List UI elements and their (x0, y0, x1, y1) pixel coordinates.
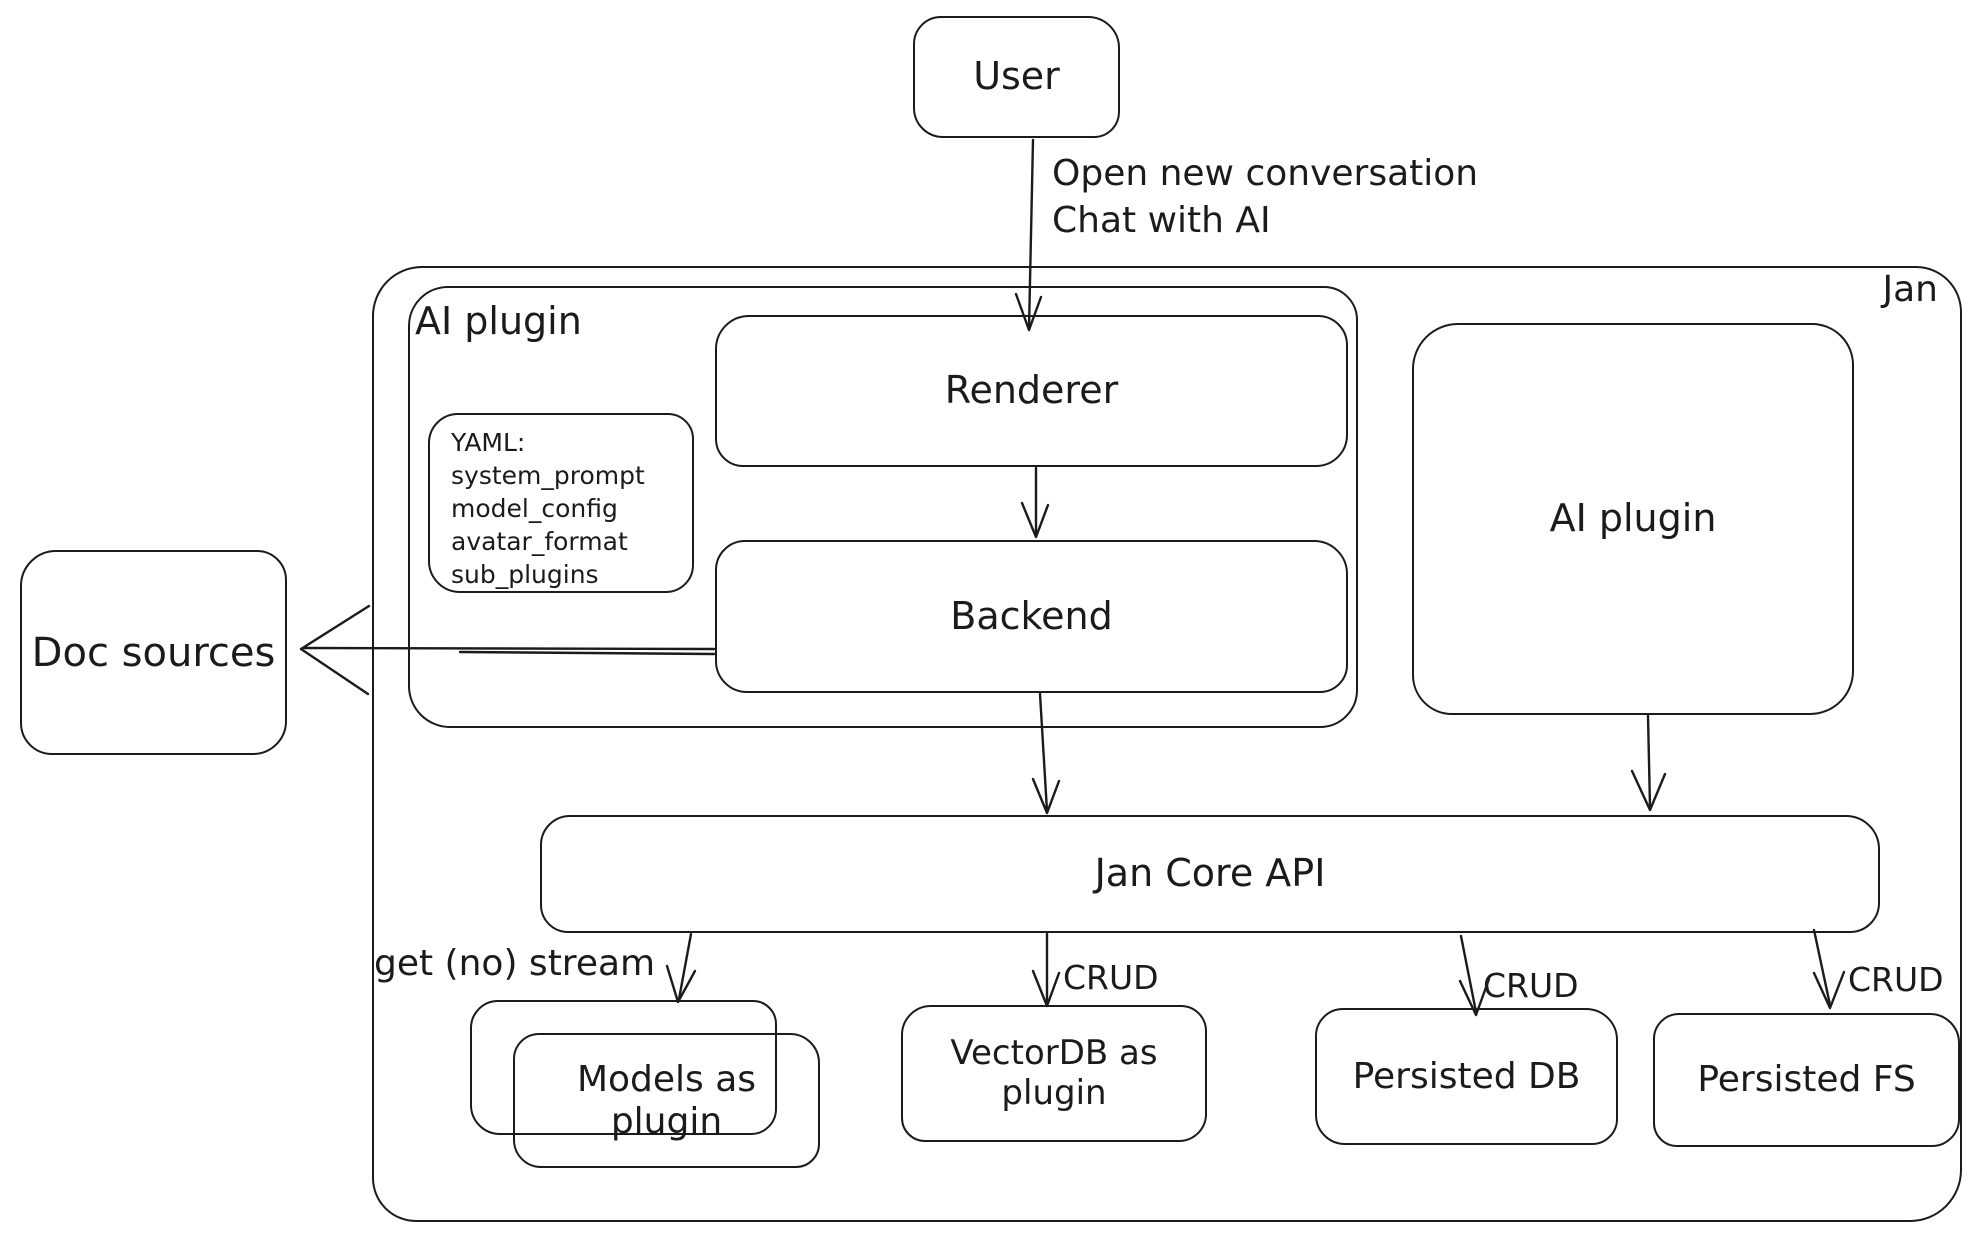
yaml-note-text: YAML: system_prompt model_config avatar_… (451, 428, 645, 589)
doc-sources-node: Doc sources (20, 550, 287, 755)
backend-node-label: Backend (950, 593, 1113, 638)
models-as-plugin-back-box (470, 1000, 777, 1135)
ai-plugin-container (408, 286, 1358, 728)
persisted-db-label: Persisted DB (1352, 1055, 1581, 1097)
renderer-node-label: Renderer (944, 368, 1119, 413)
persisted-fs-node: Persisted FS (1653, 1013, 1960, 1147)
jan-container (372, 266, 1962, 1222)
persisted-db-node: Persisted DB (1315, 1008, 1618, 1145)
vectordb-as-plugin-label: VectorDB as plugin (950, 1033, 1158, 1113)
ai-plugin-right-node-label: AI plugin (1549, 496, 1717, 541)
jan-container-label: Jan (1882, 269, 1939, 310)
doc-sources-node-label: Doc sources (31, 629, 276, 676)
edge-label-crud-persisted-fs: CRUD (1848, 960, 1944, 999)
models-as-plugin-label: Models as plugin (576, 1059, 757, 1142)
backend-node: Backend (715, 540, 1348, 693)
edge-label-crud-vectordb: CRUD (1063, 958, 1159, 997)
user-node: User (913, 16, 1120, 138)
user-node-label: User (973, 54, 1060, 99)
persisted-fs-label: Persisted FS (1697, 1059, 1916, 1101)
jan-core-api-node-label: Jan Core API (1094, 851, 1326, 896)
edge-label-get-no-stream: get (no) stream (374, 943, 656, 984)
edge-label-crud-persisted-db: CRUD (1483, 966, 1579, 1005)
ai-plugin-right-node: AI plugin (1412, 323, 1854, 715)
edge-label-open-conversation: Open new conversation Chat with AI (1052, 153, 1479, 241)
renderer-node: Renderer (715, 315, 1348, 467)
jan-core-api-node: Jan Core API (540, 815, 1880, 933)
ai-plugin-container-label: AI plugin (415, 299, 582, 343)
yaml-note: YAML: system_prompt model_config avatar_… (428, 413, 694, 593)
vectordb-as-plugin-node: VectorDB as plugin (901, 1005, 1207, 1142)
models-as-plugin-node: Models as plugin (513, 1033, 820, 1168)
